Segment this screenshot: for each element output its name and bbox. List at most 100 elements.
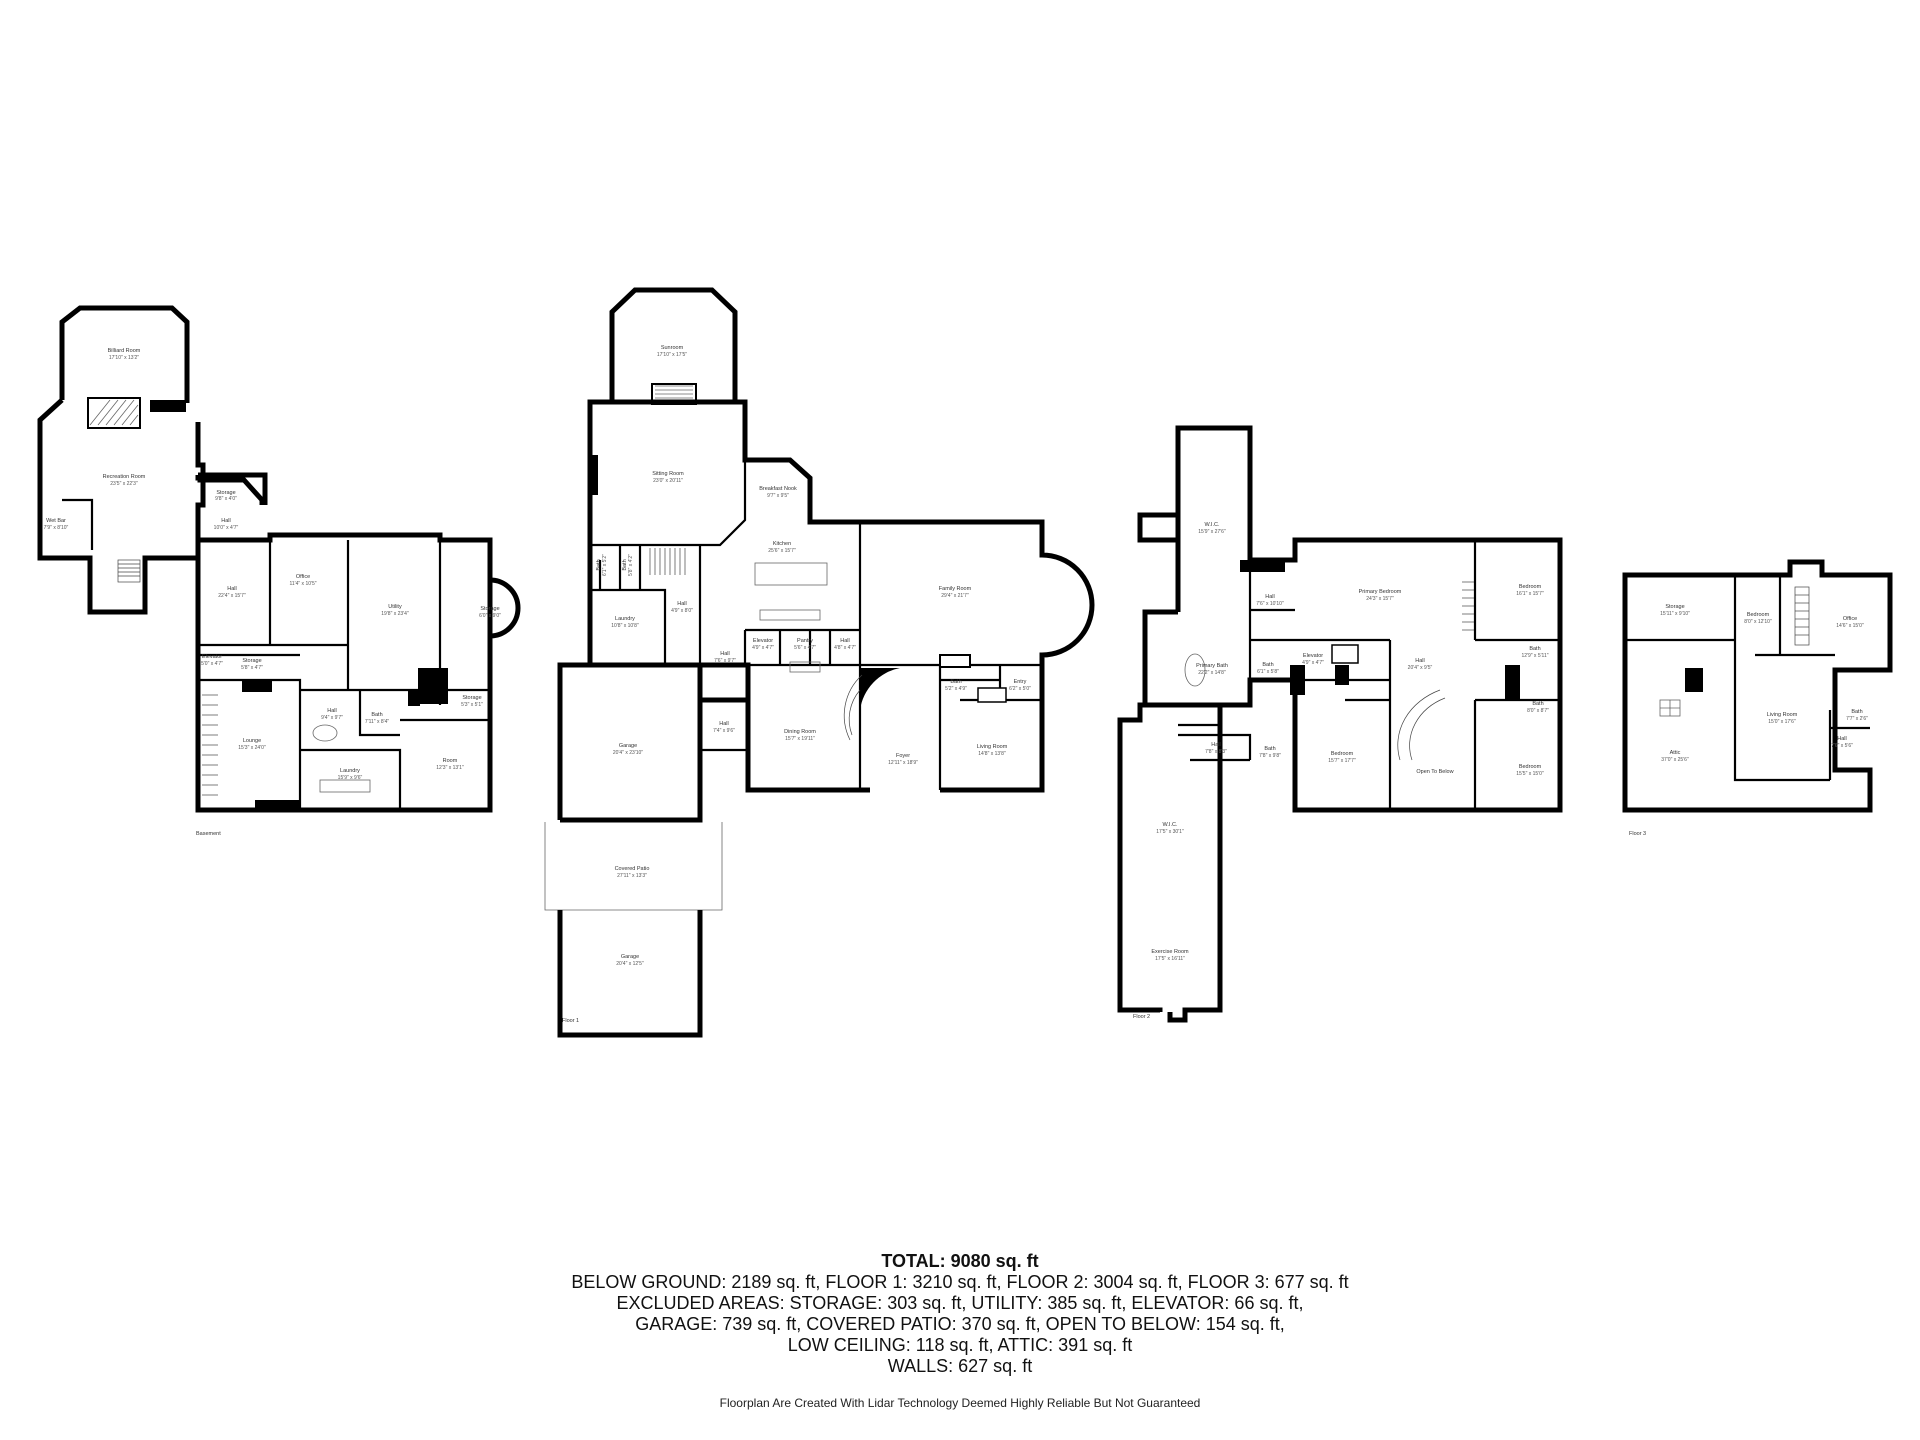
room-name: Breakfast Nook xyxy=(759,486,797,492)
room-name: W.I.C. xyxy=(1205,522,1220,528)
floorplan-drawing: Billiard Room 17'10" x 13'2" Recreation … xyxy=(37,287,1893,1038)
room-name: Hall xyxy=(1415,658,1424,664)
room-dim: 5'2" x 4'9" xyxy=(945,686,967,692)
room-name: Sunroom xyxy=(661,345,684,351)
room-dim: 4'8" x 4'7" xyxy=(834,645,856,651)
room-name: Room xyxy=(443,758,458,764)
room-name: Storage xyxy=(216,490,235,496)
room-name: Hall xyxy=(840,638,849,644)
room-dim: 6'1" x 5'2" xyxy=(602,554,608,576)
room-dim: 9'8" x 4'0" xyxy=(215,496,237,502)
room-name: Storage xyxy=(480,606,499,612)
basement-plan: Billiard Room 17'10" x 13'2" Recreation … xyxy=(37,305,521,837)
room-dim: 7'8" x 9'8" xyxy=(1259,753,1281,759)
room-name: Elevator xyxy=(1303,653,1323,659)
room-dim: 12'9" x 5'11" xyxy=(1521,653,1548,659)
summary-line: EXCLUDED AREAS: STORAGE: 303 sq. ft, UTI… xyxy=(616,1293,1304,1313)
room-dim: 14'8" x 13'8" xyxy=(978,751,1006,757)
room-dim: 7'6" x 9'7" xyxy=(714,658,736,664)
room-name: Recreation Room xyxy=(103,474,146,480)
room-name: Primary Bedroom xyxy=(1359,589,1402,595)
room-dim: 5'8" x 4'7" xyxy=(241,665,263,671)
room-name: Bath xyxy=(950,679,961,685)
room-name: Bedroom xyxy=(1519,584,1542,590)
room-dim: 9'4" x 9'7" xyxy=(321,715,343,721)
room-dim: 4'9" x 8'0" xyxy=(671,608,693,614)
summary-line: LOW CEILING: 118 sq. ft, ATTIC: 391 sq. … xyxy=(787,1335,1133,1355)
room-dim: 23'5" x 22'3" xyxy=(110,481,138,487)
floor-label: Basement xyxy=(196,831,221,837)
room-name: Bath xyxy=(371,712,382,718)
room-dim: 5'0" x 4'7" xyxy=(201,661,223,667)
room-dim: 20'4" x 12'5" xyxy=(616,961,644,967)
room-name: Open To Below xyxy=(1416,769,1453,775)
room-name: Dining Room xyxy=(784,729,816,735)
room-name: Attic xyxy=(1670,750,1681,756)
room-name: Foyer xyxy=(896,753,910,759)
room-name: Office xyxy=(1843,616,1857,622)
summary-line: GARAGE: 739 sq. ft, COVERED PATIO: 370 s… xyxy=(635,1314,1285,1334)
room-dim: 20'4" x 23'10" xyxy=(613,750,643,756)
room-name: Hall xyxy=(720,651,729,657)
room-name: Storage xyxy=(1665,604,1684,610)
floor3-plan: Storage 15'11" x 9'10" Bedroom 8'0" x 12… xyxy=(1622,559,1893,837)
floor-label: Floor 1 xyxy=(562,1018,579,1024)
room-name: Bath xyxy=(1532,701,1543,707)
room-dim: 15'0" x 17'6" xyxy=(1768,719,1796,725)
room-dim: 7'9" x 8'10" xyxy=(44,525,69,531)
room-dim: 17'5" x 30'1" xyxy=(1156,829,1184,835)
room-dim: 23'0" x 20'11" xyxy=(653,478,683,484)
room-name: Billiard Room xyxy=(108,348,141,354)
room-name: Elevator xyxy=(202,654,222,660)
room-dim: 7'6" x 5'6" xyxy=(1831,743,1853,749)
room-name: Hall xyxy=(1211,742,1220,748)
room-dim: 7'11" x 8'4" xyxy=(365,719,389,725)
room-name: Office xyxy=(296,574,310,580)
room-name: Covered Patio xyxy=(615,866,650,872)
room-dim: 4'9" x 4'7" xyxy=(752,645,774,651)
room-dim: 19'8" x 23'4" xyxy=(381,611,409,617)
room-name: Hall xyxy=(719,721,728,727)
room-dim: 11'4" x 10'5" xyxy=(289,581,316,587)
room-name: Storage xyxy=(242,658,261,664)
room-name: Bedroom xyxy=(1747,612,1770,618)
total-area: TOTAL: 9080 sq. ft xyxy=(881,1251,1039,1271)
room-name: Wet Bar xyxy=(46,518,66,524)
room-dim: 15'9" x 9'6" xyxy=(338,775,363,781)
room-name: Bath xyxy=(1851,709,1862,715)
room-dim: 17'10" x 13'2" xyxy=(109,355,139,361)
room-dim: 15'11" x 9'10" xyxy=(1660,611,1690,617)
room-name: Storage xyxy=(462,695,481,701)
room-dim: 5'3" x 5'1" xyxy=(461,702,483,708)
room-dim: 15'7" x 17'7" xyxy=(1328,758,1356,764)
floor-label: Floor 3 xyxy=(1629,831,1646,837)
room-name: Bedroom xyxy=(1519,764,1542,770)
room-dim: 29'4" x 21'7" xyxy=(941,593,969,599)
room-name: Pantry xyxy=(797,638,813,644)
room-dim: 5'8" x 4'2" xyxy=(628,554,634,576)
room-dim: 10'8" x 10'8" xyxy=(611,623,639,629)
room-name: Bedroom xyxy=(1331,751,1354,757)
room-name: Laundry xyxy=(615,616,635,622)
room-dim: 16'1" x 15'7" xyxy=(1516,591,1544,597)
room-name: Sitting Room xyxy=(652,471,684,477)
room-name: Bath xyxy=(622,559,628,570)
room-name: Garage xyxy=(619,743,637,749)
room-dim: 24'3" x 15'7" xyxy=(1366,596,1394,602)
room-name: Bath xyxy=(1264,746,1275,752)
room-name: Living Room xyxy=(1767,712,1798,718)
room-dim: 15'5" x 15'0" xyxy=(1516,771,1544,777)
room-name: Hall xyxy=(221,518,230,524)
room-name: Hall xyxy=(227,586,236,592)
disclaimer: Floorplan Are Created With Lidar Technol… xyxy=(719,1396,1201,1410)
room-dim: 14'6" x 15'0" xyxy=(1836,623,1864,629)
room-dim: 6'0" x 9'0" xyxy=(479,613,501,619)
room-dim: 17'5" x 16'11" xyxy=(1155,956,1185,962)
room-name: Laundry xyxy=(340,768,360,774)
room-name: W.I.C. xyxy=(1163,822,1178,828)
room-dim: 22'2" x 14'8" xyxy=(1198,670,1226,676)
floor2-plan: W.I.C. 15'9" x 27'6" Hall 7'6" x 10'10" … xyxy=(1117,425,1563,1023)
room-dim: 37'0" x 25'6" xyxy=(1661,757,1689,763)
summary-line: BELOW GROUND: 2189 sq. ft, FLOOR 1: 3210… xyxy=(571,1272,1349,1292)
summary-line: WALLS: 627 sq. ft xyxy=(887,1356,1033,1376)
